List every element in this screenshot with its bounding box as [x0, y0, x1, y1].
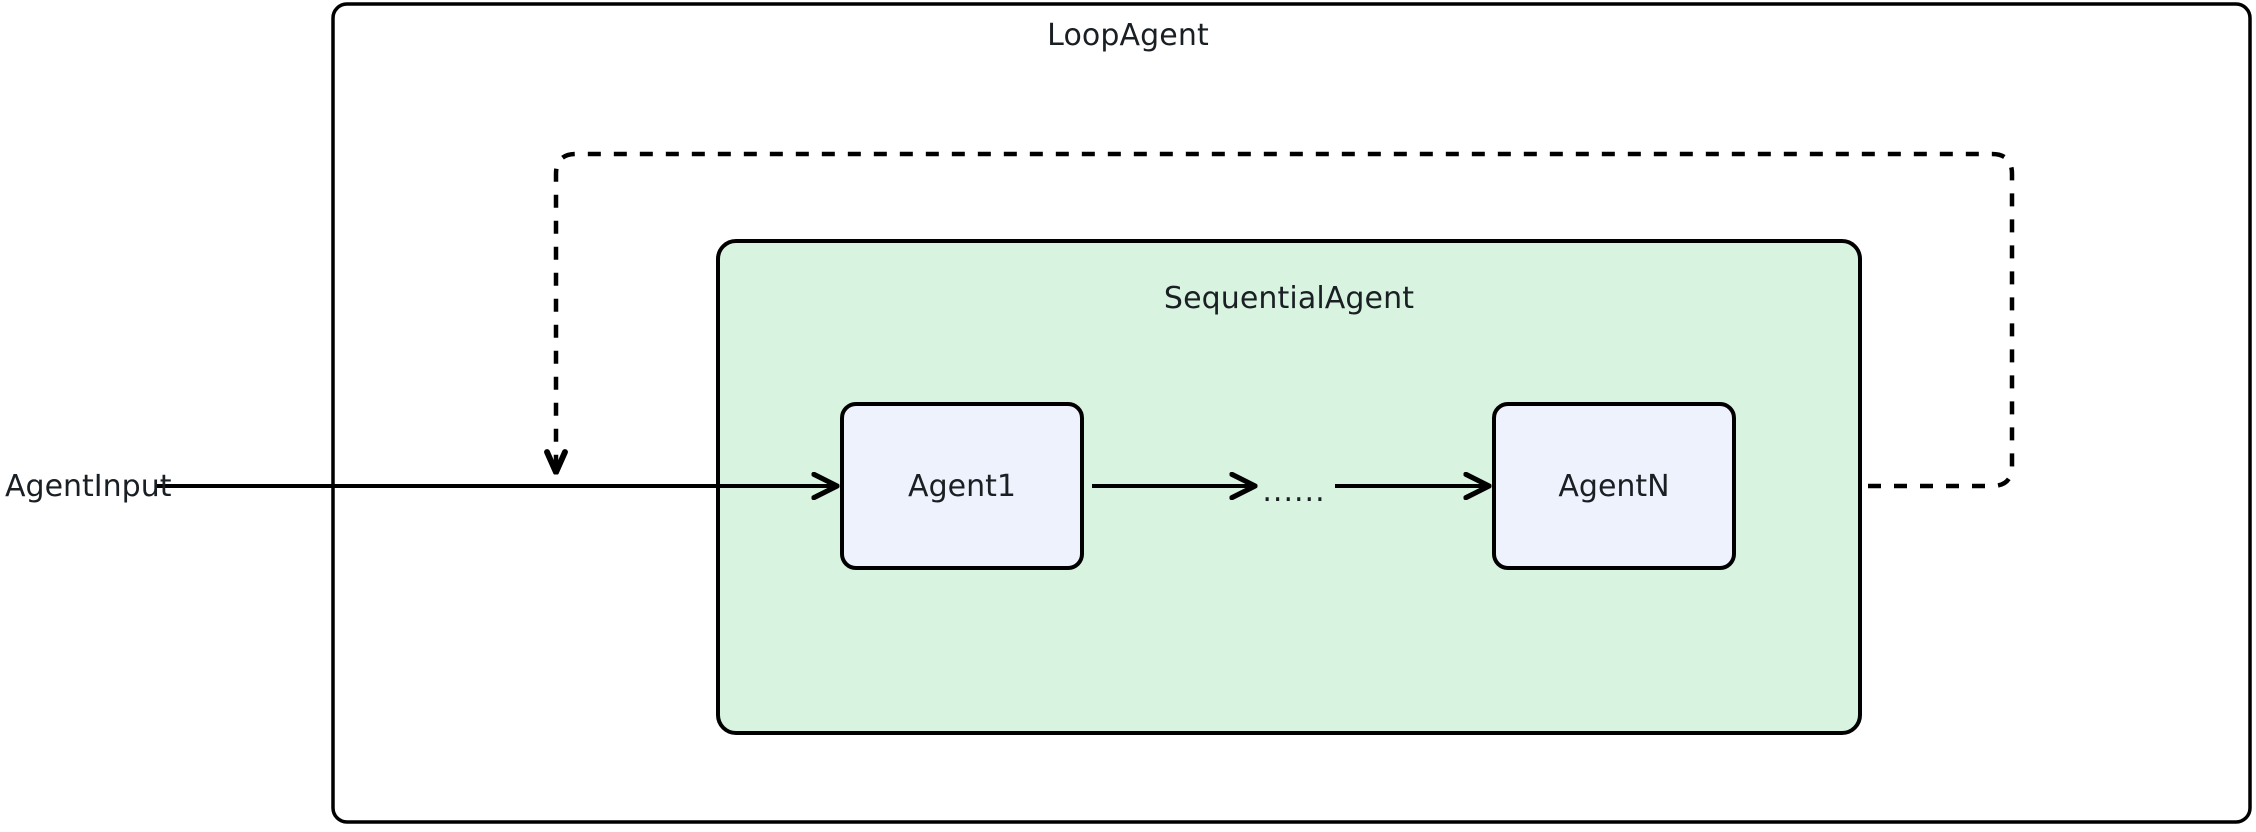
agent1-node[interactable] [840, 402, 1084, 570]
agent-input-label: AgentInput [5, 469, 172, 504]
agentn-label: AgentN [1558, 469, 1670, 504]
sequential-agent-title: SequentialAgent [1163, 281, 1415, 316]
loop-back-edge [556, 151, 2015, 489]
loop-agent-title: LoopAgent [1047, 18, 1209, 53]
agent1-label: Agent1 [908, 469, 1016, 504]
agentn-node[interactable] [1492, 402, 1736, 570]
ellipsis-label: ...... [1262, 474, 1326, 509]
